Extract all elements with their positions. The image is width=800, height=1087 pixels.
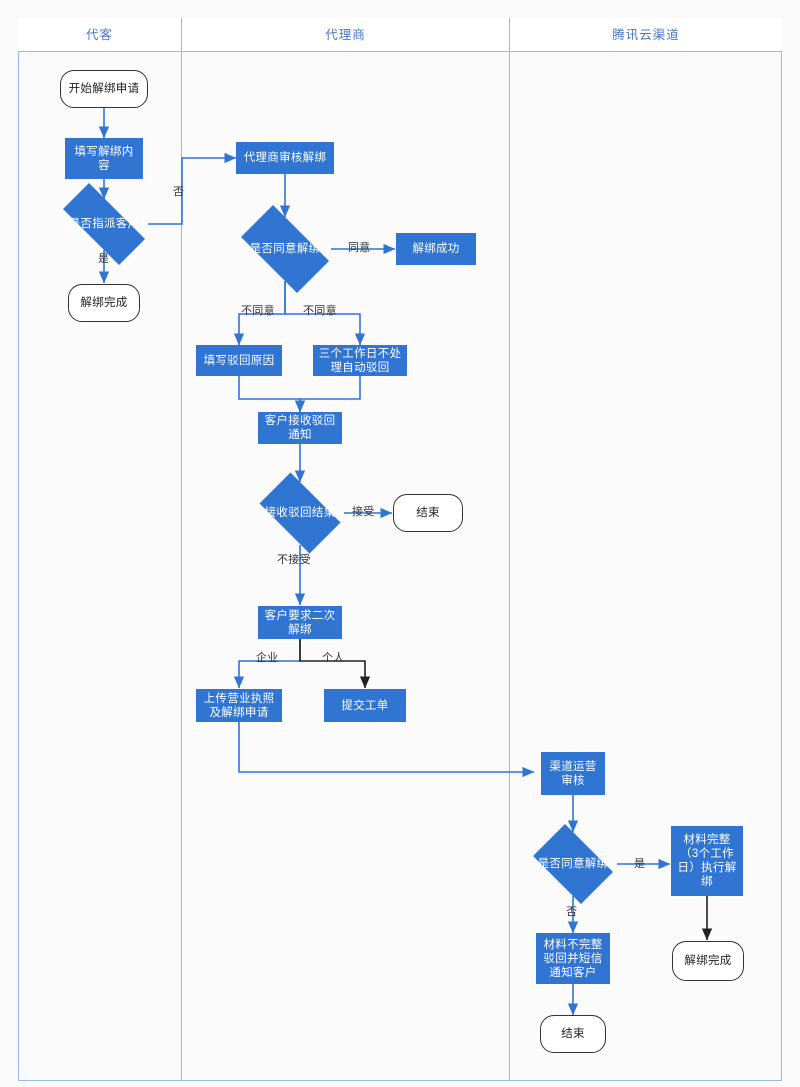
lane-title-customer: 代客 [85, 28, 113, 42]
node-fill-reject[interactable]: 填写驳回原因 [196, 345, 282, 376]
node-upload-license[interactable]: 上传营业执照及解绑申请 [196, 689, 282, 722]
edge-label-yes: 是 [98, 253, 110, 265]
node-agent-review[interactable]: 代理商审核解绑 [236, 142, 334, 174]
node-material-incomplete[interactable]: 材料不完整驳回并短信通知客户 [536, 933, 610, 984]
node-label: 解绑完成 [80, 297, 128, 309]
node-channel-agree[interactable]: 是否同意解绑 [525, 824, 621, 904]
lane-divider-1 [181, 18, 182, 1081]
node-label: 是否同意解绑 [537, 858, 609, 870]
node-reject-result[interactable]: 接收驳回结果 [250, 472, 350, 554]
node-material-complete[interactable]: 材料完整（3个工作日）执行解绑 [671, 826, 743, 896]
node-channel-review[interactable]: 渠道运营审核 [541, 752, 605, 795]
node-label: 填写解绑内容 [74, 145, 134, 172]
swimlane-header-band [18, 18, 782, 52]
edge-label-no: 否 [173, 186, 185, 198]
node-label: 开始解绑申请 [68, 83, 140, 95]
node-submit-ticket[interactable]: 提交工单 [324, 689, 406, 722]
lane-title-agent: 代理商 [325, 28, 366, 42]
node-unbind-done-left[interactable]: 解绑完成 [68, 284, 140, 322]
lane-title-channel: 腾讯云渠道 [612, 28, 680, 42]
node-customer-notified[interactable]: 客户接收驳回通知 [258, 412, 342, 444]
node-label: 三个工作日不处理自动驳回 [318, 347, 402, 374]
node-agree-unbind[interactable]: 是否同意解绑 [229, 205, 341, 293]
node-label: 客户接收驳回通知 [264, 415, 336, 441]
edge-label-personal: 个人 [322, 652, 345, 664]
edge-label-not-accept: 不接受 [277, 554, 311, 566]
node-end-accept[interactable]: 结束 [393, 494, 463, 532]
node-label: 解绑完成 [684, 955, 732, 967]
node-label: 解绑成功 [412, 243, 460, 255]
node-second-unbind[interactable]: 客户要求二次解绑 [258, 606, 342, 639]
node-label: 提交工单 [341, 699, 389, 712]
node-end-right[interactable]: 结束 [540, 1015, 606, 1053]
node-label: 材料不完整驳回并短信通知客户 [543, 938, 603, 979]
lane-divider-2 [509, 18, 510, 1081]
node-label: 代理商审核解绑 [243, 152, 327, 164]
node-label: 结束 [416, 507, 440, 519]
node-label: 材料完整（3个工作日）执行解绑 [677, 834, 737, 888]
edge-label-accept: 接受 [352, 506, 375, 518]
node-label: 是否指派客户 [68, 218, 140, 230]
edge-label-disagree-right: 不同意 [303, 305, 337, 317]
node-start-apply[interactable]: 开始解绑申请 [60, 70, 148, 108]
edge-label-disagree-left: 不同意 [241, 305, 275, 317]
node-fill-unbind[interactable]: 填写解绑内容 [65, 138, 143, 179]
edge-label-agree: 同意 [348, 242, 371, 254]
edge-label-enterprise: 企业 [256, 652, 279, 664]
node-label: 填写驳回原因 [203, 354, 275, 367]
node-label: 是否同意解绑 [249, 243, 321, 255]
node-label: 接收驳回结果 [264, 507, 336, 519]
node-unbind-done-right[interactable]: 解绑完成 [672, 941, 744, 981]
node-label: 结束 [561, 1028, 585, 1040]
swimlane-frame [18, 18, 782, 1081]
node-label: 客户要求二次解绑 [264, 609, 336, 636]
edge-label-no-right: 否 [566, 906, 578, 918]
node-unbind-success[interactable]: 解绑成功 [396, 233, 476, 265]
edge-label-yes-right: 是 [634, 858, 646, 870]
node-auto-reject[interactable]: 三个工作日不处理自动驳回 [313, 345, 407, 376]
node-label: 上传营业执照及解绑申请 [203, 692, 275, 719]
node-assign-customer[interactable]: 是否指派客户 [48, 183, 160, 265]
node-label: 渠道运营审核 [549, 760, 597, 787]
